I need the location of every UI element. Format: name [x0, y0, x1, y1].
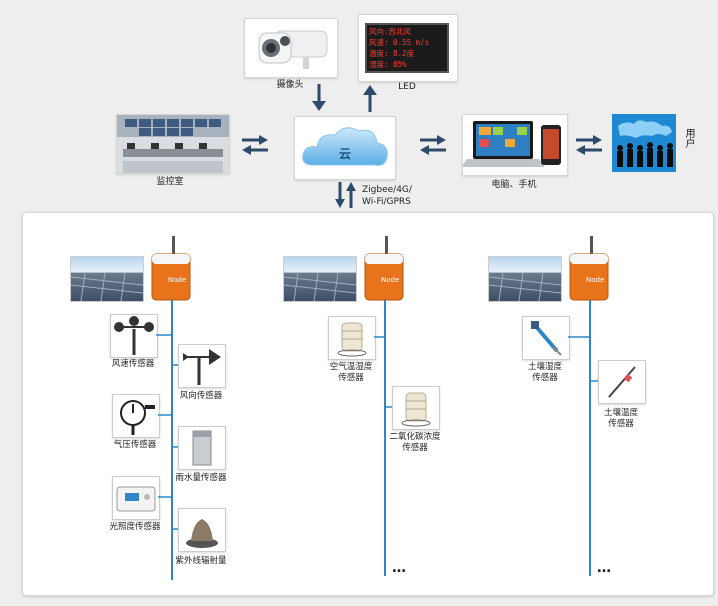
camera-label: 摄像头	[276, 80, 304, 90]
arrow-down-icon	[312, 84, 326, 111]
data-node-icon: Node	[148, 236, 194, 302]
sensor-card	[522, 316, 570, 360]
arrow-up-icon	[363, 85, 377, 112]
sensor-card	[112, 476, 160, 520]
sensor-card	[110, 314, 158, 358]
data-node-icon: Node	[361, 236, 407, 302]
barometer-icon	[120, 400, 155, 435]
solar-panel-icon	[283, 256, 357, 302]
sensor-label: 空气温湿度	[329, 362, 373, 372]
sensor-label: 光照度传感器	[109, 522, 161, 532]
sensor-label: 二氧化碳浓度	[389, 432, 441, 442]
bus-line	[589, 300, 591, 576]
arrow-updown-icon	[335, 182, 356, 208]
pc-phone-card	[461, 114, 568, 176]
sensor-card	[392, 386, 440, 430]
solar-panel-icon	[488, 256, 562, 302]
soil-moisture-icon	[531, 321, 562, 356]
sensor-label: 风速传感器	[111, 359, 155, 369]
user-label-text: 用户	[683, 128, 694, 148]
anemometer-icon	[114, 316, 154, 355]
led-label: LED	[398, 82, 416, 92]
led-line: 风向:西北风	[369, 27, 412, 36]
svg-text:Node: Node	[381, 276, 399, 284]
led-board: 风向:西北风 风速: 0.55 m/s 温度: 8.2度 湿度: 85%	[365, 23, 449, 73]
uv-sensor-icon	[186, 519, 218, 548]
rain-gauge-icon	[192, 430, 212, 466]
cloud-icon	[302, 127, 388, 166]
users-icon	[612, 114, 676, 172]
user-label: 用户	[682, 128, 694, 152]
sensor-label: 传感器	[338, 373, 364, 383]
svg-text:Node: Node	[168, 276, 186, 284]
sensor-label: 土壤温度	[603, 408, 638, 418]
users-card	[612, 114, 676, 172]
svg-text:Node: Node	[586, 276, 604, 284]
cloud-card: 云	[294, 116, 396, 180]
network-label-line: Wi-Fi/GPRS	[362, 197, 411, 207]
sensor-label: 气压传感器	[113, 440, 157, 450]
sensor-card	[178, 426, 226, 470]
light-sensor-icon	[116, 486, 156, 512]
led-card: 风向:西北风 风速: 0.55 m/s 温度: 8.2度 湿度: 85%	[358, 14, 458, 82]
sensor-label: 传感器	[608, 419, 634, 429]
sensor-card	[178, 508, 226, 552]
sensor-card	[112, 394, 160, 438]
sensor-label: 风向传感器	[179, 391, 223, 401]
monitor-room-card	[116, 114, 230, 174]
led-line: 风速: 0.55 m/s	[369, 38, 430, 47]
arrow-bidirectional-icon	[420, 135, 446, 155]
wind-vane-icon	[183, 349, 221, 385]
led-line: 温度: 8.2度	[369, 49, 415, 58]
sensor-label: 传感器	[532, 373, 558, 383]
more-sensors-ellipsis: …	[392, 560, 408, 576]
sensor-label: 土壤湿度	[527, 362, 562, 372]
arrow-bidirectional-icon	[576, 135, 602, 155]
sensor-label: 雨水量传感器	[175, 473, 227, 483]
monitor-room-label: 监控室	[156, 177, 184, 187]
network-label-line: Zigbee/4G/	[362, 185, 412, 195]
bus-line	[384, 300, 386, 576]
co2-sensor-icon	[401, 392, 431, 427]
pc-phone-label: 电脑、手机	[491, 180, 537, 190]
laptop-phone-icon	[461, 121, 561, 167]
soil-temp-icon	[608, 366, 636, 398]
data-node-icon: Node	[566, 236, 612, 302]
monitor-room-icon	[117, 115, 229, 173]
network-label: Zigbee/4G/ Wi-Fi/GPRS	[362, 184, 412, 208]
sensor-card	[178, 344, 226, 388]
cloud-text: 云	[338, 147, 351, 161]
solar-panel-icon	[70, 256, 144, 302]
bus-line	[171, 300, 173, 580]
arrow-bidirectional-icon	[242, 135, 268, 155]
more-sensors-ellipsis: …	[597, 560, 613, 576]
sensor-label: 传感器	[402, 443, 428, 453]
camera-card	[244, 18, 338, 78]
camera-icon	[258, 30, 328, 69]
led-line: 湿度: 85%	[369, 60, 407, 69]
sensor-card	[328, 316, 376, 360]
air-humidity-icon	[337, 322, 367, 357]
sensor-label: 紫外线辐射量	[175, 556, 227, 566]
sensor-card	[598, 360, 646, 404]
